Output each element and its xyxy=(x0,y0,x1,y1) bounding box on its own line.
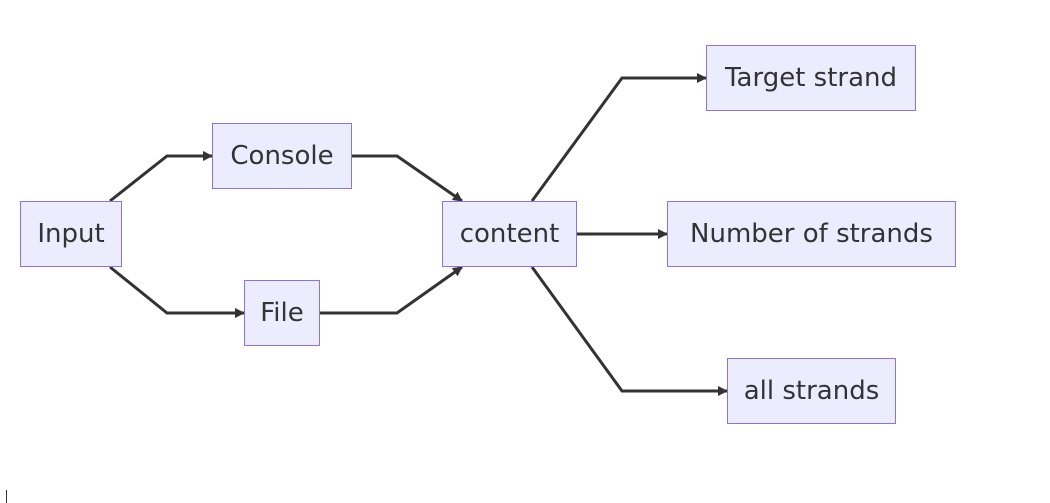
node-console: Console xyxy=(212,123,352,189)
node-all-strands: all strands xyxy=(727,358,896,424)
node-content: content xyxy=(442,201,577,267)
node-file: File xyxy=(244,280,320,346)
node-input: Input xyxy=(20,201,122,267)
corner-tick-mark xyxy=(6,490,7,503)
edge-content-all-strands xyxy=(530,266,728,396)
edge-file-content xyxy=(320,265,463,315)
edge-content-target-strand xyxy=(530,73,707,202)
edge-input-console xyxy=(109,151,213,203)
node-number-of-strands: Number of strands xyxy=(667,201,956,267)
edge-input-file xyxy=(109,265,245,318)
edge-console-content xyxy=(352,154,463,203)
node-target-strand: Target strand xyxy=(706,45,916,111)
